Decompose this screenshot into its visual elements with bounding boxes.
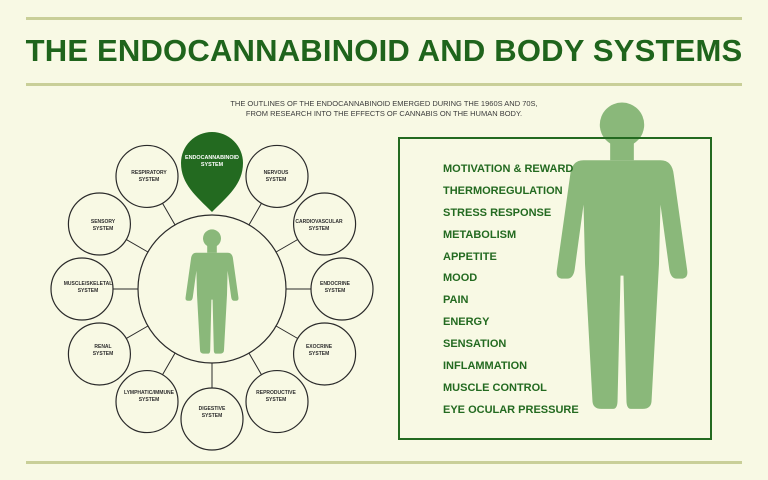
system-label-line-2: SYSTEM: [265, 396, 287, 403]
system-node: [180, 387, 244, 451]
system-label-line-2: SYSTEM: [92, 350, 114, 357]
system-label-line-1: REPRODUCTIVE: [256, 390, 296, 396]
system-label: RENAL SYSTEM: [73, 344, 133, 357]
title-underline: [26, 83, 742, 86]
system-label: SENSORY SYSTEM: [73, 219, 133, 232]
connector-line: [248, 203, 262, 226]
subtitle-line-2: FROM RESEARCH INTO THE EFFECTS OF CANNAB…: [245, 109, 523, 118]
connector-line: [248, 352, 262, 375]
page-subtitle: THE OUTLINES OF THE ENDOCANNABINOID EMER…: [0, 99, 768, 119]
endocannabinoid-label-line-1: ENDOCANNABINOID: [185, 155, 239, 161]
system-label-line-2: SYSTEM: [308, 225, 330, 232]
system-label: LYMPHATIC/IMMUNE SYSTEM: [119, 390, 179, 403]
system-label-line-1: DIGESTIVE: [198, 406, 226, 412]
system-label-line-2: SYSTEM: [308, 350, 330, 357]
system-label-line-2: SYSTEM: [324, 287, 346, 294]
effects-list: MOTIVATION & REWARD THERMOREGULATION STR…: [443, 162, 579, 425]
location-pin-icon: [181, 132, 243, 212]
system-label-line-1: SENSORY: [90, 219, 116, 225]
system-label-line-2: SYSTEM: [138, 396, 160, 403]
effect-item: MOTIVATION & REWARD: [443, 163, 574, 175]
system-node: [67, 192, 132, 256]
system-label-line-1: RESPIRATORY: [131, 170, 167, 176]
bottom-rule: [26, 461, 742, 464]
system-node: [245, 369, 309, 434]
system-label-line-1: LYMPHATIC/IMMUNE: [124, 390, 174, 396]
system-node: [292, 192, 357, 256]
effect-item: SENSATION: [443, 338, 507, 351]
system-node: [292, 322, 357, 386]
system-label: ENDOCRINE SYSTEM: [305, 281, 365, 294]
system-label: EXOCRINE SYSTEM: [289, 344, 349, 357]
effect-item: PAIN: [443, 294, 469, 307]
system-label-line-1: ENDOCRINE: [319, 281, 350, 287]
system-label-line-2: SYSTEM: [77, 287, 99, 294]
system-label-line-2: SYSTEM: [138, 176, 160, 183]
system-label: DIGESTIVE SYSTEM: [182, 406, 242, 419]
effect-item: EYE OCULAR PRESSURE: [443, 403, 579, 416]
system-label-line-1: EXOCRINE: [305, 344, 333, 350]
system-label-line-1: MUSCLE/SKELETAL: [63, 281, 113, 287]
effect-item: THERMOREGULATION: [443, 184, 563, 197]
endocannabinoid-label-line-2: SYSTEM: [200, 161, 224, 168]
subtitle-line-1: THE OUTLINES OF THE ENDOCANNABINOID EMER…: [230, 99, 538, 108]
connector-line: [162, 352, 176, 375]
effects-panel: [398, 137, 712, 440]
effect-item: MUSCLE CONTROL: [443, 381, 547, 394]
system-node: [310, 257, 374, 321]
connector-line: [275, 325, 298, 339]
system-node: [115, 144, 179, 209]
effect-item: ENERGY: [443, 316, 490, 329]
system-node: [67, 322, 132, 386]
system-label-line-1: NERVOUS: [263, 170, 289, 176]
system-label: MUSCLE/SKELETAL SYSTEM: [58, 281, 118, 294]
system-label-line-2: SYSTEM: [92, 225, 114, 232]
top-rule: [26, 17, 742, 20]
system-label-line-1: RENAL: [94, 344, 112, 350]
effect-item: METABOLISM: [443, 228, 517, 241]
effect-item: MOOD: [443, 272, 478, 285]
page-title: THE ENDOCANNABINOID AND BODY SYSTEMS: [25, 33, 743, 68]
system-node: [115, 369, 179, 434]
effect-item: INFLAMMATION: [443, 360, 528, 373]
system-node: [245, 144, 309, 209]
system-label-line-1: CARDIOVASCULAR: [295, 219, 343, 225]
endocannabinoid-system-label: ENDOCANNABINOID SYSTEM: [182, 155, 242, 168]
effect-item: STRESS RESPONSE: [443, 206, 552, 219]
system-label: CARDIOVASCULAR SYSTEM: [289, 219, 349, 232]
system-label-line-2: SYSTEM: [265, 176, 287, 183]
system-label-line-2: SYSTEM: [201, 412, 223, 419]
effect-item: APPETITE: [443, 250, 497, 263]
system-label: REPRODUCTIVE SYSTEM: [246, 390, 306, 403]
connector-line: [126, 239, 149, 253]
connector-line: [126, 325, 149, 339]
connector-line: [162, 203, 176, 226]
system-label: NERVOUS SYSTEM: [246, 170, 306, 183]
system-node: [50, 257, 114, 321]
system-label: RESPIRATORY SYSTEM: [119, 170, 179, 183]
connector-line: [275, 239, 298, 253]
